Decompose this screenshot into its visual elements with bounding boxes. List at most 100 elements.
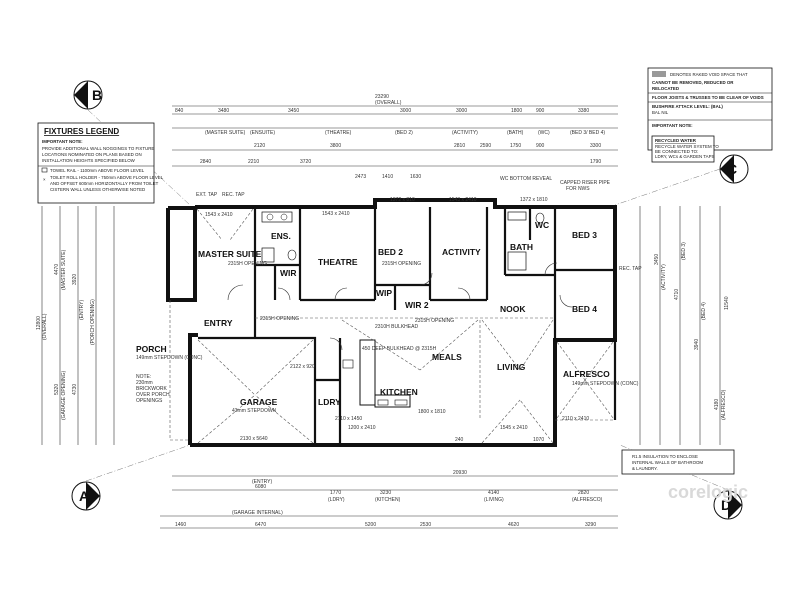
svg-text:TOILET ROLL HOLDER - 750mm ABO: TOILET ROLL HOLDER - 750mm ABOVE FLOOR L… (50, 175, 164, 180)
svg-text:(LDRY): (LDRY) (328, 497, 345, 503)
room-bed3: BED 3 (572, 230, 597, 240)
svg-text:149mm STEPDOWN (CONC): 149mm STEPDOWN (CONC) (136, 355, 203, 361)
svg-text:BE CONNECTED TO:: BE CONNECTED TO: (655, 149, 698, 154)
svg-text:2840: 2840 (200, 159, 211, 165)
svg-text:(BED 2): (BED 2) (395, 130, 413, 136)
svg-text:(GARAGE INTERNAL): (GARAGE INTERNAL) (232, 510, 283, 516)
watermark-logo: corelogic (668, 482, 748, 502)
svg-text:(THEATRE): (THEATRE) (325, 130, 352, 136)
svg-text:1543 x 2410: 1543 x 2410 (322, 211, 350, 217)
svg-text:2315H OPENING: 2315H OPENING (228, 261, 267, 267)
svg-text:EXT. TAP: EXT. TAP (196, 192, 218, 198)
wc-toilet-icon (535, 212, 545, 224)
svg-text:BRICKWORK: BRICKWORK (136, 386, 168, 392)
room-bed4: BED 4 (572, 304, 597, 314)
laundry-tub-icon (342, 359, 354, 369)
bath-shower-icon (507, 251, 527, 271)
room-kitchen: KITCHEN (380, 387, 418, 397)
svg-text:REC. TAP: REC. TAP (619, 266, 642, 272)
svg-text:(ENTRY): (ENTRY) (79, 299, 85, 320)
svg-text:2110 x 2410: 2110 x 2410 (562, 416, 589, 422)
room-master-suite: MASTER SUITE (198, 249, 262, 259)
room-wir2: WIR 2 (405, 300, 429, 310)
grid-marker-a: A (71, 481, 101, 511)
svg-text:RECYCLED WATER: RECYCLED WATER (655, 138, 697, 143)
svg-text:DENOTES RAKED VOID SPACE THAT: DENOTES RAKED VOID SPACE THAT (670, 72, 748, 77)
svg-text:4730: 4730 (72, 384, 78, 395)
svg-text:CAPPED RISER PIPE: CAPPED RISER PIPE (560, 180, 611, 186)
svg-text:B: B (92, 87, 102, 103)
svg-text:6080: 6080 (255, 484, 266, 490)
svg-text:(BED 3): (BED 3) (681, 242, 687, 260)
svg-text:3380: 3380 (578, 108, 589, 114)
svg-text:1372 x 810: 1372 x 810 (390, 197, 415, 203)
raked-void-swatch (652, 71, 666, 77)
svg-text:2530: 2530 (420, 522, 431, 528)
svg-text:NOTE:: NOTE: (136, 374, 151, 380)
svg-text:3450: 3450 (654, 254, 660, 265)
bath-vanity-icon (507, 211, 527, 221)
svg-text:CANNOT BE REMOVED, REDUCED OR: CANNOT BE REMOVED, REDUCED OR (652, 80, 734, 85)
room-wir: WIR (280, 268, 297, 278)
svg-text:1800: 1800 (511, 108, 522, 114)
svg-text:4620: 4620 (508, 522, 519, 528)
svg-text:(ENSUITE): (ENSUITE) (250, 130, 275, 136)
svg-text:FOR NWS: FOR NWS (566, 186, 590, 192)
svg-text:C: C (727, 161, 737, 177)
svg-text:1543 x 2410: 1543 x 2410 (449, 197, 477, 203)
svg-text:20930: 20930 (453, 470, 467, 476)
grid-line-a (85, 444, 191, 482)
svg-text:4140: 4140 (488, 490, 499, 496)
svg-text:IMPORTANT NOTE:: IMPORTANT NOTE: (42, 139, 83, 144)
svg-text:3940: 3940 (694, 339, 700, 350)
svg-text:(BED 3/ BED 4): (BED 3/ BED 4) (570, 130, 605, 136)
svg-text:450 DEEP BULKHEAD @ 2315H: 450 DEEP BULKHEAD @ 2315H (362, 346, 437, 352)
svg-text:IMPORTANT NOTE:: IMPORTANT NOTE: (652, 123, 693, 128)
svg-text:2210: 2210 (248, 159, 259, 165)
svg-text:3230: 3230 (380, 490, 391, 496)
svg-text:2310H BULKHEAD: 2310H BULKHEAD (375, 324, 418, 330)
svg-text:6470: 6470 (255, 522, 266, 528)
svg-text:AND OFFSET 600mm HORIZONTALLY: AND OFFSET 600mm HORIZONTALLY FROM TOILE… (50, 181, 159, 186)
svg-text:2130 x 5640: 2130 x 5640 (240, 436, 268, 442)
room-nook: NOOK (500, 304, 526, 314)
shower-icon (261, 247, 275, 263)
grid-line-c (614, 168, 721, 206)
svg-text:5200: 5200 (365, 522, 376, 528)
svg-text:INSTALLATION HEIGHTS SPECIFIED: INSTALLATION HEIGHTS SPECIFIED BELOW (42, 158, 136, 163)
svg-text:LDRY, WCs & GARDEN TAPS: LDRY, WCs & GARDEN TAPS (655, 154, 715, 159)
svg-text:23290: 23290 (375, 94, 389, 100)
room-meals: MEALS (432, 352, 462, 362)
right-dimensions: 11540 3450 4710 3940 4180 (ACTIVITY) (BE… (639, 206, 730, 445)
svg-text:2315H OPENING: 2315H OPENING (415, 318, 454, 324)
svg-text:FLOOR JOISTS & TRUSSES TO BE C: FLOOR JOISTS & TRUSSES TO BE CLEAR OF VO… (652, 95, 764, 100)
svg-text:(ENTRY): (ENTRY) (252, 479, 273, 485)
svg-text:2315H OPENING: 2315H OPENING (260, 316, 299, 322)
svg-text:(OVERALL): (OVERALL) (42, 313, 48, 340)
vanity-icon (261, 211, 293, 223)
svg-text:1630: 1630 (410, 174, 421, 180)
svg-text:FIXTURES LEGEND: FIXTURES LEGEND (44, 127, 119, 136)
svg-text:3000: 3000 (400, 108, 411, 114)
svg-text:1372 x 1810: 1372 x 1810 (520, 197, 548, 203)
svg-text:CISTERN WALL UNLESS OTHERWISE: CISTERN WALL UNLESS OTHERWISE NOTED (50, 187, 145, 192)
svg-text:TOWEL RAIL - 1100mm ABOVE FLOO: TOWEL RAIL - 1100mm ABOVE FLOOR LEVEL (50, 168, 145, 173)
svg-text:1545 x 2410: 1545 x 2410 (500, 425, 528, 431)
svg-text:3000: 3000 (456, 108, 467, 114)
svg-text:230mm: 230mm (136, 380, 153, 386)
towel-rail-icon (41, 167, 48, 173)
svg-text:(WC): (WC) (538, 130, 550, 136)
room-theatre: THEATRE (318, 257, 358, 267)
grid-marker-d: D (713, 490, 743, 520)
cooktop-icon (377, 399, 389, 406)
svg-text:WC BOTTOM REVEAL: WC BOTTOM REVEAL (500, 176, 552, 182)
svg-text:1790: 1790 (590, 159, 601, 165)
room-wip: WIP (376, 288, 392, 298)
svg-text:2820: 2820 (578, 490, 589, 496)
svg-text:(BED 4): (BED 4) (701, 302, 707, 320)
svg-text:1750: 1750 (510, 143, 521, 149)
room-laundry: LDRY (318, 397, 341, 407)
svg-text:3450: 3450 (288, 108, 299, 114)
svg-text:2122 x 920: 2122 x 920 (290, 364, 315, 370)
